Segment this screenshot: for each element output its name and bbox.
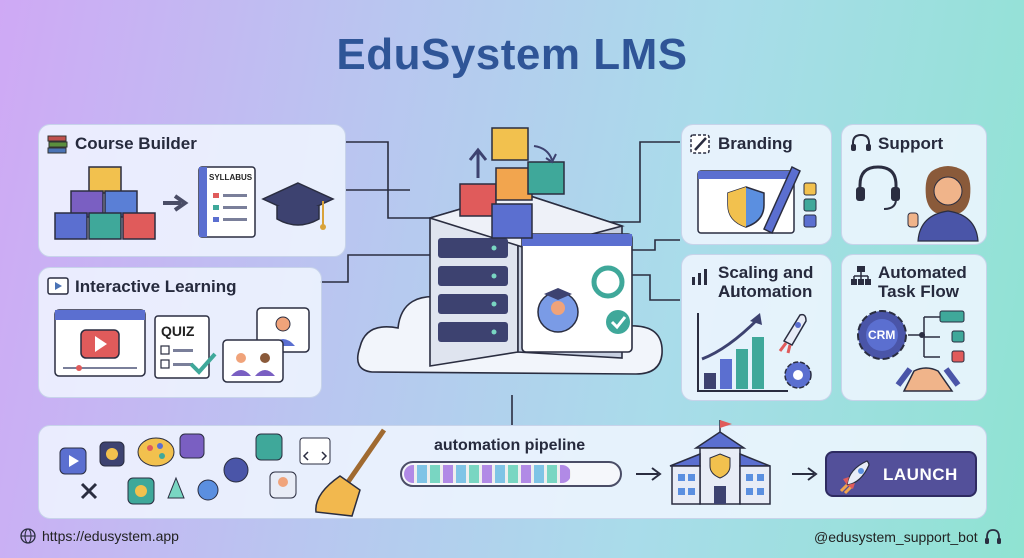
chart-icon [692,269,707,285]
footer-bot[interactable]: @edusystem_support_bot [814,528,1002,546]
pipeline-progress-fill [404,465,571,483]
footer-bot-text: @edusystem_support_bot [814,529,978,545]
arrow-right-icon [792,467,818,481]
support-agent-icon [856,165,979,242]
launch-button[interactable]: LAUNCH [825,451,977,497]
rocket-icon [839,460,870,495]
pipeline-progress-bar [400,461,622,487]
headset-icon [851,133,871,151]
quiz-icon [154,315,217,379]
crm-flow-icon [857,310,965,392]
scaling-card: Scaling and AI Automation [681,254,832,401]
interactive-learning-label: Interactive Learning [75,277,237,296]
pipeline-label: automation pipeline [434,437,586,454]
branding-card: Branding [681,124,832,245]
page-title: EduSystem LMS [336,30,688,79]
blocks-icon [54,166,156,240]
footer-url[interactable]: https://edusystem.app [20,528,179,544]
pencil-ruler-icon [690,134,710,154]
quiz-label: QUIZ [161,323,195,339]
branding-label: Branding [718,134,793,153]
task-flow-label-1: Automated [878,263,967,282]
scaling-label-2: Automation [718,282,813,301]
growth-chart-icon [697,313,812,392]
footer-url-text: https://edusystem.app [42,528,179,544]
support-card: Support [841,124,987,245]
headphones-icon [984,529,1001,544]
globe-icon [20,528,36,544]
graduation-cap-icon [261,182,335,230]
arrow-right-icon [636,467,662,481]
school-building-icon [669,420,771,505]
video-player-icon [54,309,146,377]
support-label: Support [878,134,944,153]
scaling-label-1: Scaling and AI [718,263,814,301]
brand-shield-icon [697,165,817,235]
crm-label: CRM [868,328,896,342]
server-cloud-illustration [356,127,663,375]
task-flow-label-2: Task Flow [878,282,959,301]
app-icons-cluster [59,428,387,517]
arrow-right-icon [163,194,189,212]
interactive-learning-card: Interactive Learning QUIZ [38,267,322,398]
task-flow-card: Automated Task Flow CRM [841,254,987,401]
books-icon [47,135,68,154]
syllabus-book-icon [198,166,256,238]
syllabus-label: SYLLABUS [209,173,253,182]
org-chart-icon [851,266,871,285]
course-builder-card: Course Builder SYLLABUS [38,124,346,257]
course-builder-label: Course Builder [75,134,197,153]
launch-label: LAUNCH [883,465,958,484]
film-icon [47,277,69,295]
video-call-icon [222,307,310,383]
